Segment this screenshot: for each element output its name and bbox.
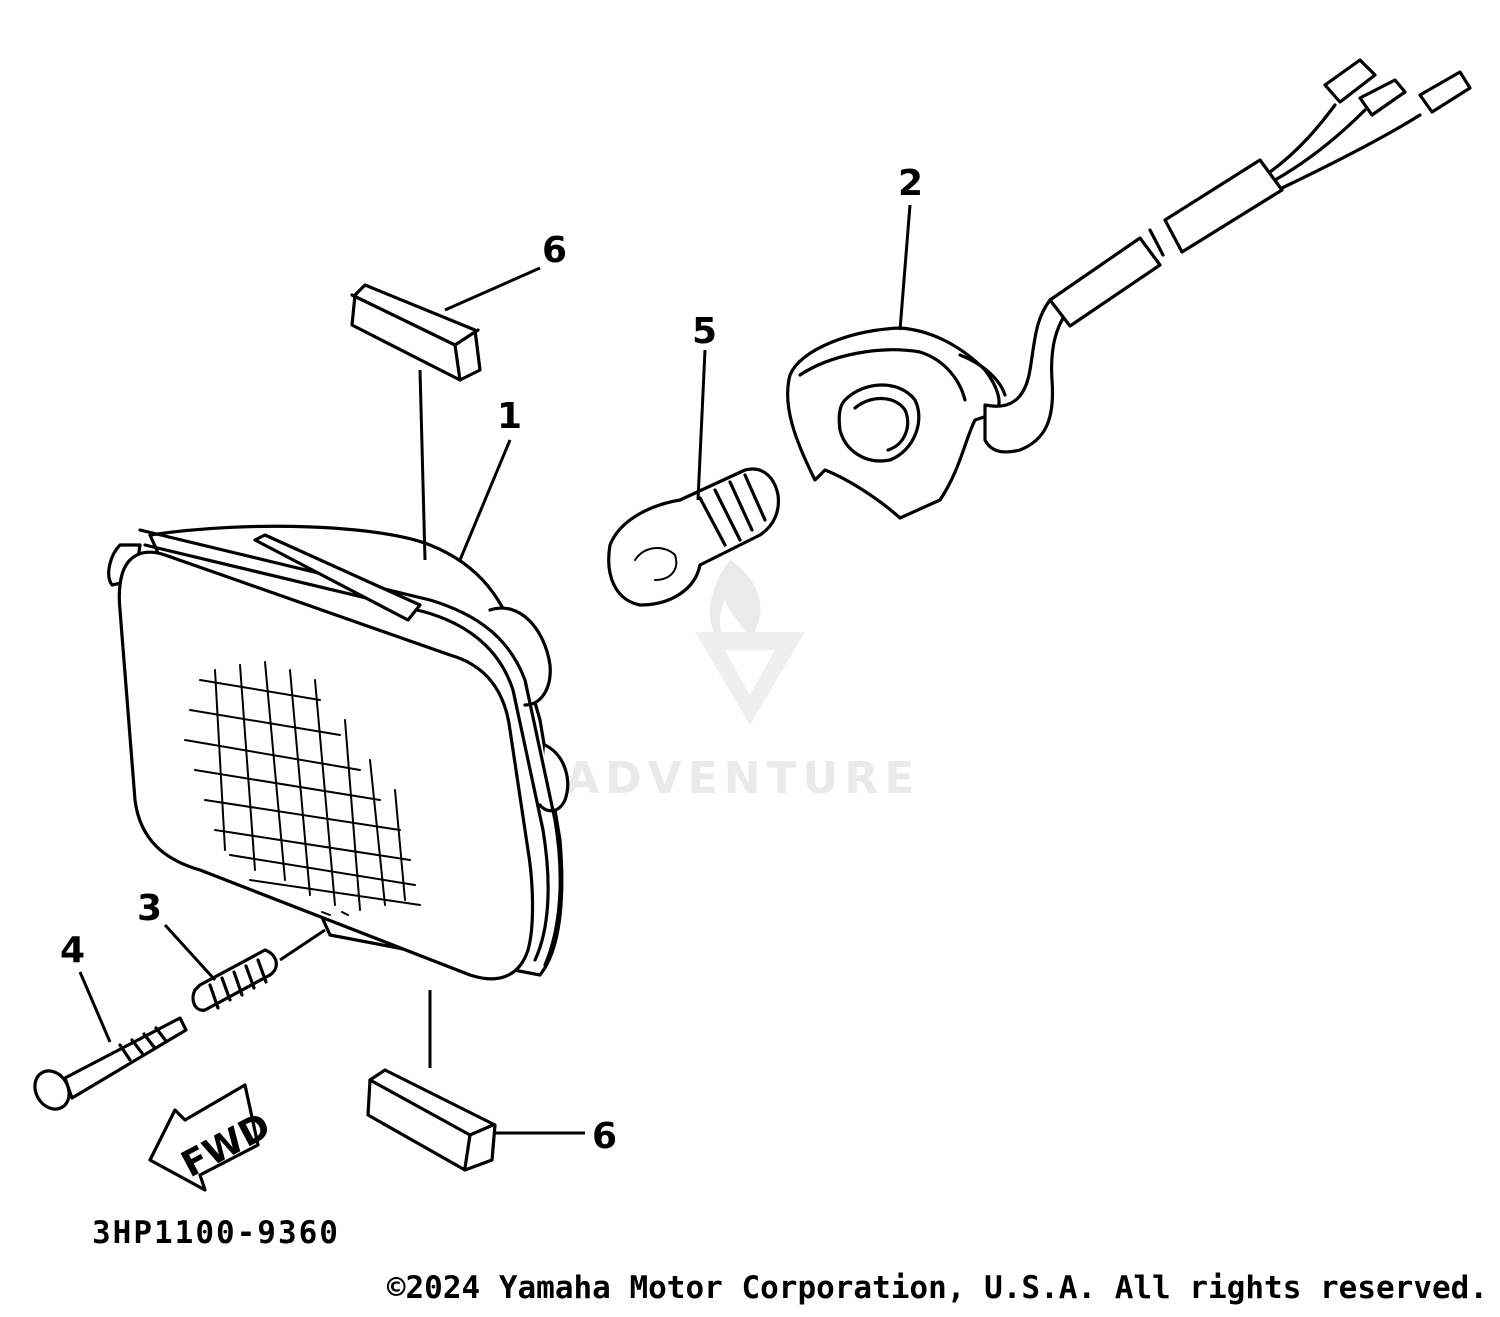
callout-4: 4 <box>60 930 85 971</box>
copyright-notice: ©2024 Yamaha Motor Corporation, U.S.A. A… <box>386 1270 1488 1306</box>
callout-1: 1 <box>497 396 522 437</box>
bulb[interactable] <box>607 467 781 607</box>
screw[interactable] <box>28 1016 188 1115</box>
bulb-socket-cord[interactable] <box>786 58 1472 520</box>
callout-5: 5 <box>692 311 717 352</box>
callout-2: 2 <box>898 163 923 204</box>
headlight-lens-unit[interactable] <box>107 524 570 981</box>
spring[interactable] <box>191 948 278 1012</box>
fwd-arrow: FWD <box>148 1083 277 1192</box>
leader-lines <box>78 204 912 1135</box>
lens-grid-pattern <box>184 661 421 911</box>
callout-6-bottom: 6 <box>592 1116 617 1157</box>
diagram-code: 3HP1100-9360 <box>92 1215 340 1251</box>
callout-3: 3 <box>137 888 162 929</box>
damper-bottom[interactable] <box>366 1068 497 1172</box>
callout-6-top: 6 <box>542 230 567 271</box>
damper-top[interactable] <box>350 283 482 382</box>
